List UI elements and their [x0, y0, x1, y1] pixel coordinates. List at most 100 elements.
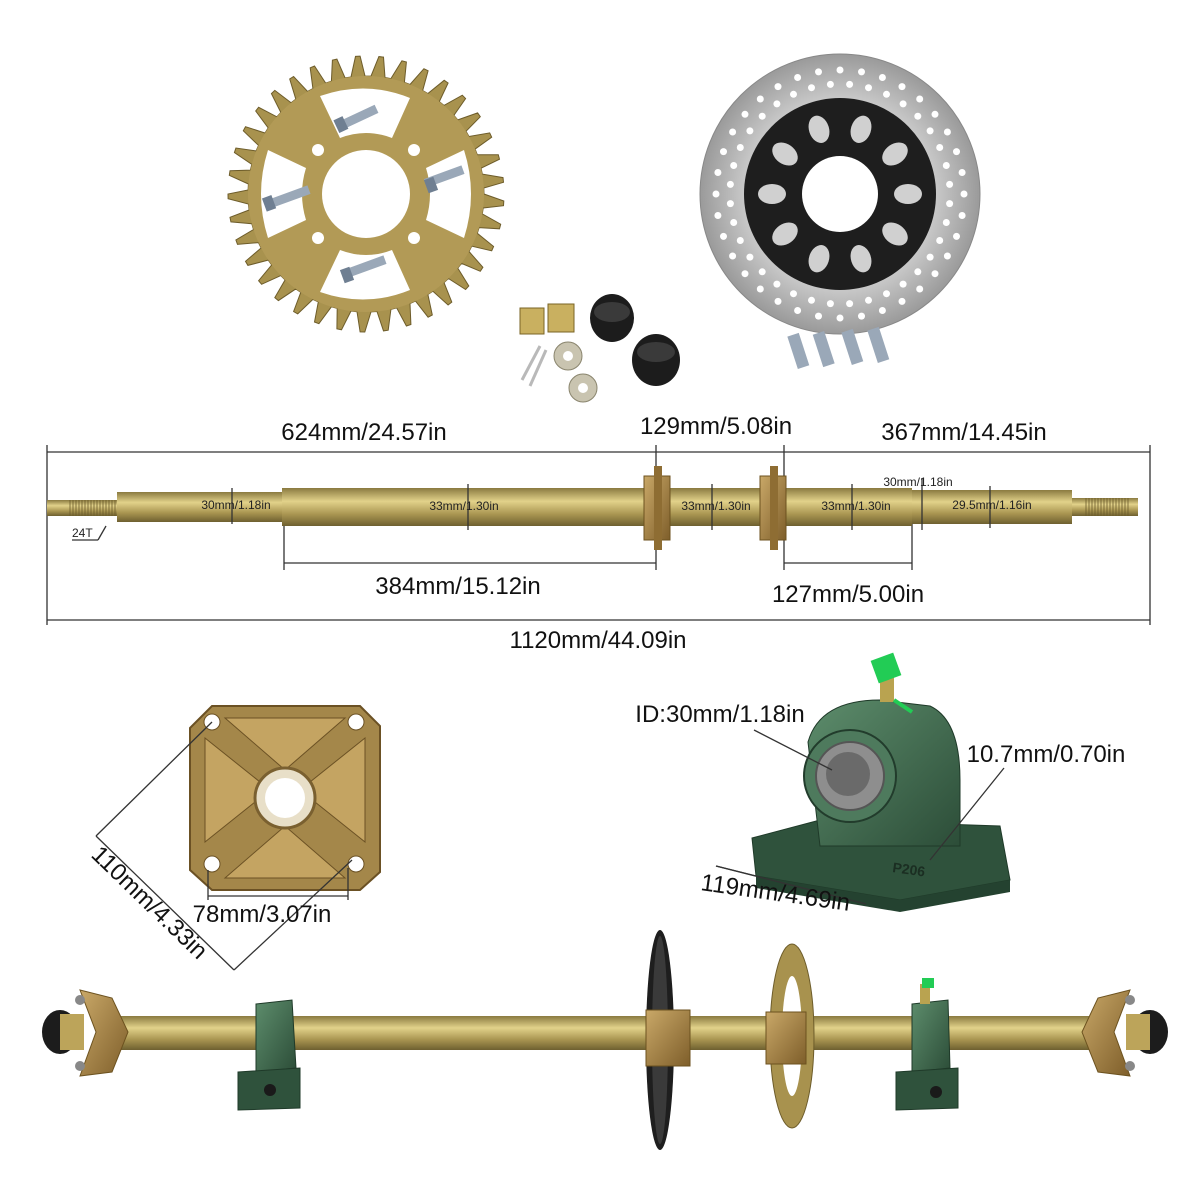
disc-window — [808, 115, 830, 143]
disc-hole — [846, 80, 854, 88]
disc-window — [850, 245, 872, 273]
cotter-pin-icon — [520, 345, 548, 387]
disc-hole — [746, 127, 754, 135]
bolt-icon — [423, 165, 465, 194]
bolt-icon — [261, 185, 311, 212]
disc-hole — [883, 90, 890, 98]
disc-window — [758, 184, 786, 204]
disc-hole — [746, 253, 754, 261]
disc-hole — [899, 280, 907, 288]
dim-lower-right: 127mm/5.00in — [772, 581, 924, 608]
shaft-diagram: 624mm/24.57in 129mm/5.08in 367mm/14.45in… — [46, 413, 1151, 654]
disc-hole — [878, 307, 886, 314]
washer-icon — [553, 341, 598, 403]
disc-hole — [846, 300, 854, 308]
disc-hole — [736, 144, 744, 151]
disc-hole — [942, 162, 950, 169]
sprocket — [227, 55, 505, 333]
disc-hole — [726, 200, 734, 208]
bearing-height: 10.7mm/0.70in — [967, 741, 1126, 768]
dia-right-top: 30mm/1.18in — [883, 475, 952, 489]
disc-hole — [794, 307, 802, 314]
disc-hole — [773, 280, 781, 288]
disc-hole — [865, 84, 872, 92]
dust-cap-icon — [590, 294, 680, 386]
disc-hole — [858, 312, 865, 320]
disc-hole — [914, 268, 922, 276]
dim-total-length: 1120mm/44.09in — [510, 627, 687, 654]
disc-hole — [808, 84, 815, 92]
disc-hole — [730, 219, 738, 226]
disc-hole — [953, 232, 960, 240]
disc-hole — [741, 110, 749, 118]
dim-hub-spacing: 129mm/5.08in — [640, 413, 792, 440]
pillow-block-bearing: P206 ID:30mm/1.18in 10.7mm/0.70in 119mm/… — [635, 652, 1126, 917]
disc-hole — [729, 128, 737, 136]
dia-left-mid: 33mm/1.30in — [429, 499, 498, 513]
disc-hole — [936, 144, 944, 151]
disc-hole — [958, 212, 966, 219]
disc-hole — [736, 237, 744, 244]
disc-hole — [953, 148, 960, 156]
disc-hole — [946, 180, 954, 188]
disc-hole — [878, 74, 886, 81]
disc-hole — [943, 128, 951, 136]
disc-hole — [714, 169, 722, 176]
dia-center: 33mm/1.30in — [681, 499, 750, 513]
disc-hole — [741, 270, 749, 278]
grease-fitting-icon — [870, 652, 914, 714]
assembled-axle — [42, 930, 1168, 1150]
dim-lower-left: 384mm/15.12in — [375, 573, 540, 600]
disc-hole — [773, 100, 781, 108]
disc-hole — [914, 112, 922, 120]
disc-hole — [726, 180, 734, 188]
disc-hole — [729, 252, 737, 260]
disc-window — [882, 222, 908, 246]
disc-hole — [865, 296, 872, 304]
disc-hole — [720, 148, 727, 156]
disc-hole — [836, 66, 844, 74]
disc-hole — [899, 100, 907, 108]
disc-hole — [931, 110, 939, 118]
disc-hole — [942, 219, 950, 226]
disc-hole — [756, 95, 764, 103]
disc-hole — [898, 297, 906, 305]
disc-hole — [943, 252, 951, 260]
disc-hole — [826, 300, 834, 308]
brake-disc — [699, 53, 981, 369]
disc-hole — [916, 95, 924, 103]
disc-hole — [758, 112, 766, 120]
disc-hole — [730, 162, 738, 169]
dia-right-end: 29.5mm/1.16in — [952, 498, 1031, 512]
disc-hole — [774, 297, 782, 305]
disc-hole — [815, 312, 822, 320]
disc-hole — [774, 83, 782, 91]
disc-hole — [826, 80, 834, 88]
castle-nut-icon — [519, 303, 575, 335]
disc-hole — [756, 285, 764, 293]
disc-hole — [720, 232, 727, 240]
disc-hole — [936, 237, 944, 244]
hub-bolt-spacing: 78mm/3.07in — [193, 901, 332, 928]
disc-hole — [858, 68, 865, 76]
bearing-marking: P206 — [892, 859, 927, 879]
disc-hole — [790, 290, 797, 298]
disc-window — [894, 184, 922, 204]
bolt-icon — [339, 255, 387, 284]
disc-window — [772, 142, 798, 166]
disc-hole — [758, 268, 766, 276]
disc-hole — [794, 74, 802, 81]
hardware-kit — [519, 294, 680, 403]
bolt-icon — [333, 104, 379, 134]
disc-window — [882, 142, 908, 166]
disc-hole — [960, 190, 968, 198]
dim-right-length: 367mm/14.45in — [881, 419, 1046, 446]
disc-hole — [790, 90, 797, 98]
disc-hole — [931, 270, 939, 278]
disc-hole — [883, 290, 890, 298]
dia-left-end: 30mm/1.18in — [201, 498, 270, 512]
disc-window — [808, 245, 830, 273]
disc-hole — [714, 212, 722, 219]
disc-hole — [926, 253, 934, 261]
disc-hole — [836, 314, 844, 322]
